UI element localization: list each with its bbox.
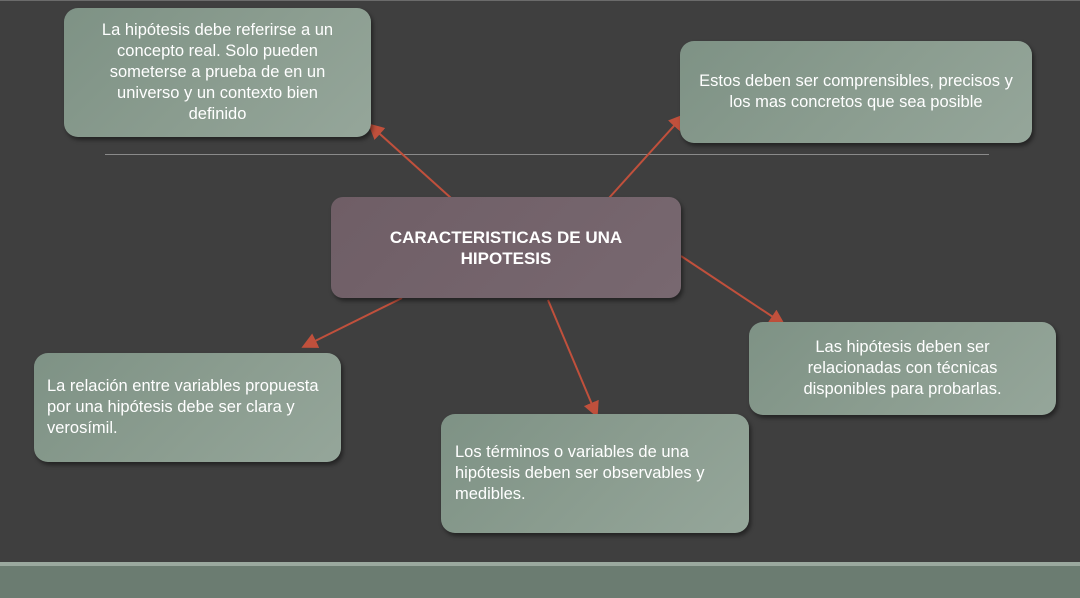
- central-topic: CARACTERISTICAS DE UNA HIPOTESIS: [331, 197, 681, 298]
- arrow-to-right: [680, 255, 786, 326]
- node-observables-text: Los términos o variables de una hipótesi…: [455, 443, 705, 503]
- node-concept-real: La hipótesis debe referirse a un concept…: [64, 8, 371, 137]
- top-rule: [0, 0, 1080, 1]
- arrow-to-left: [301, 297, 403, 348]
- arrow-to-top-left: [368, 123, 452, 199]
- node-tecnicas: Las hipótesis deben ser relacionadas con…: [749, 322, 1056, 415]
- arrow-to-top-right: [608, 114, 685, 199]
- node-tecnicas-text: Las hipótesis deben ser relacionadas con…: [803, 338, 1002, 398]
- node-relacion-variables-text: La relación entre variables propuesta po…: [47, 377, 319, 437]
- node-concept-real-text: La hipótesis debe referirse a un concept…: [101, 21, 334, 123]
- divider-line: [105, 154, 989, 155]
- node-observables: Los términos o variables de una hipótesi…: [441, 414, 749, 533]
- footer-band: [0, 562, 1080, 598]
- central-topic-title: CARACTERISTICAS DE UNA HIPOTESIS: [389, 227, 623, 268]
- node-comprensibles-text: Estos deben ser comprensibles, precisos …: [699, 72, 1013, 111]
- arrow-to-bottom-center: [547, 299, 599, 418]
- node-relacion-variables: La relación entre variables propuesta po…: [34, 353, 341, 462]
- node-comprensibles: Estos deben ser comprensibles, precisos …: [680, 41, 1032, 143]
